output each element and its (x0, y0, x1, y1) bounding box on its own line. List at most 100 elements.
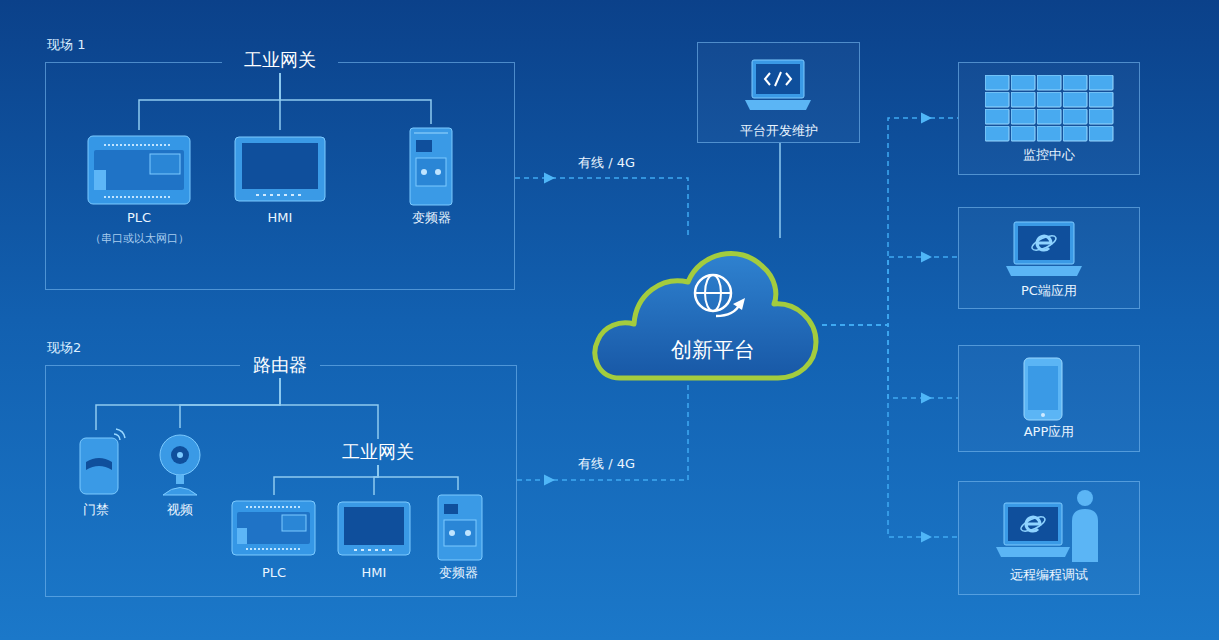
connector (515, 178, 688, 238)
connector (779, 143, 781, 238)
plc-terminals (246, 506, 302, 508)
inverter-keypad (416, 158, 446, 186)
hmi-buttons (256, 194, 304, 196)
device: 门禁 (70, 430, 122, 520)
connector (280, 73, 431, 124)
hmi-buttons (354, 549, 394, 551)
camera-head (160, 435, 200, 475)
app-box: 监控中心 (958, 62, 1140, 175)
device: HMI (228, 130, 332, 228)
camera-lens-center (177, 452, 183, 458)
arrow-head (544, 173, 555, 184)
node-text: 视频 (167, 501, 193, 519)
node-text: PC端应用 (1021, 282, 1077, 300)
globe-icon (695, 275, 731, 311)
node-text: 创新平台 (590, 338, 822, 362)
connector (96, 378, 280, 430)
inverter-display (416, 140, 432, 152)
connector (274, 465, 378, 495)
device: 变频器 (430, 490, 486, 583)
device: HMI (332, 495, 416, 583)
edge-label: 有线 / 4G (578, 456, 635, 472)
device: PLC (226, 495, 322, 583)
node-text: （串口或以太网口） (90, 230, 189, 248)
app-box: 平台开发维护 (697, 42, 860, 143)
edge-label: 有线 / 4G (578, 155, 635, 171)
site-frame: 现场2路由器门禁视频工业网关PLCHMI变频器 (45, 365, 517, 597)
person-body (1072, 509, 1098, 562)
camera-base (163, 488, 197, 496)
arrow-head (921, 532, 932, 543)
wireless-symbol (114, 429, 125, 440)
app-box: 远程编程调试 (958, 481, 1140, 595)
person-head (1077, 490, 1093, 506)
inverter-button (421, 169, 427, 175)
hmi-screen (242, 143, 318, 189)
browser-logo (1026, 517, 1040, 531)
node-text: APP应用 (1024, 423, 1075, 441)
node-text: 变频器 (439, 564, 478, 582)
globe-arrow-head (733, 298, 745, 310)
inverter-keypad (444, 520, 476, 546)
connector (517, 384, 688, 480)
video-wall (985, 75, 1115, 143)
inverter-button (465, 530, 471, 536)
browser-logo (1037, 236, 1051, 250)
arrow-head (921, 113, 932, 124)
access-body (80, 438, 118, 494)
plc-terminals (104, 196, 172, 198)
router-label: 路由器 (240, 352, 320, 378)
arrow-head (921, 393, 932, 404)
arrow-head (921, 252, 932, 263)
inverter-button (435, 169, 441, 175)
laptop-base (745, 100, 811, 110)
phone-button (1041, 413, 1045, 417)
node-text: 平台开发维护 (740, 122, 818, 140)
cloud-outline (590, 238, 822, 384)
laptop-display (1018, 226, 1070, 260)
hmi-body (235, 137, 325, 201)
inverter-body (438, 495, 482, 560)
browser-logo-ring (1030, 233, 1058, 253)
node-text: 变频器 (412, 209, 451, 227)
laptop-base (996, 547, 1070, 557)
inverter-display (444, 504, 458, 514)
access-band (86, 458, 112, 470)
node-text: 工业网关 (342, 443, 414, 461)
device: 变频器 (392, 124, 470, 228)
node-text: 监控中心 (1023, 146, 1075, 164)
hmi-screen (344, 507, 404, 545)
connector (822, 325, 958, 537)
plc-body (88, 136, 190, 204)
inverter-vent (414, 133, 448, 134)
connector (180, 378, 280, 428)
laptop-screen (1004, 503, 1062, 545)
node-text: 门禁 (83, 501, 109, 519)
connector (139, 73, 280, 130)
cloud-platform: 创新平台 (590, 238, 822, 384)
browser-logo-ring (1019, 514, 1047, 534)
connector (822, 118, 958, 325)
plc-port (237, 528, 247, 544)
laptop-screen (1014, 222, 1074, 264)
node-text: HMI (362, 564, 387, 582)
plc-panel (237, 512, 310, 544)
plc-terminals (246, 548, 302, 550)
laptop-base (1006, 266, 1082, 276)
camera-stand (176, 475, 184, 484)
node-text: 现场2 (47, 339, 81, 357)
node-text: 远程编程调试 (1010, 566, 1088, 584)
phone-body (1024, 358, 1062, 420)
plc-module (150, 154, 180, 174)
laptop-screen (752, 60, 804, 98)
site-frame: 现场 1工业网关PLC（串口或以太网口）HMI变频器 (45, 62, 515, 290)
connector (822, 257, 958, 325)
gateway-label: 工业网关 (326, 439, 430, 465)
globe-arrow (716, 304, 740, 316)
laptop-display (756, 64, 800, 94)
app-box: APP应用 (958, 345, 1140, 452)
node-text: PLC (127, 209, 151, 227)
connector (280, 378, 378, 439)
camera-lens (171, 446, 189, 464)
